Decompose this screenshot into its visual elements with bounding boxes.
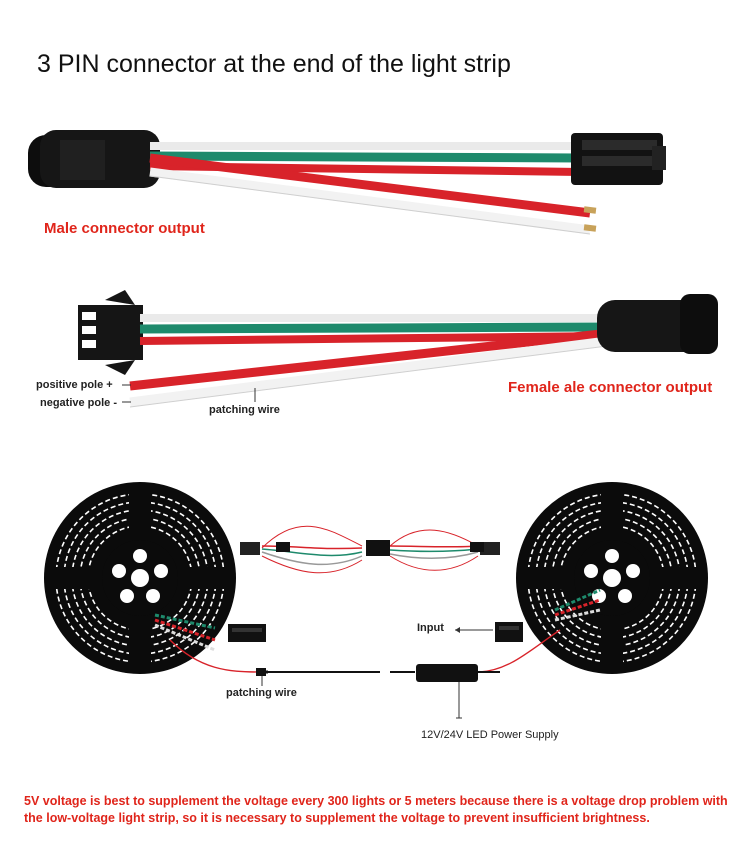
patching-wire-label-2: patching wire xyxy=(226,687,297,699)
power-supply-label: 12V/24V LED Power Supply xyxy=(421,729,559,741)
power-supply xyxy=(416,664,478,682)
reel-wiring-diagram xyxy=(43,481,709,719)
wire-white-loose xyxy=(149,167,591,235)
page-title: 3 PIN connector at the end of the light … xyxy=(37,50,511,78)
negative-pole-label: negative pole - xyxy=(40,397,118,409)
male-connector-diagram xyxy=(28,130,666,235)
wire-white-loose xyxy=(129,335,616,407)
input-connector xyxy=(495,622,523,642)
female-connector-label: Female ale connector output xyxy=(508,379,713,396)
left-strip-connector xyxy=(228,624,266,642)
wire-green xyxy=(149,151,581,163)
wire-green xyxy=(139,322,611,334)
female-connector xyxy=(78,290,143,375)
wire-red-loose xyxy=(149,153,591,218)
input-label: Input xyxy=(417,622,444,634)
voltage-note: 5V voltage is best to supplement the vol… xyxy=(24,794,728,825)
wire-red-to-connector xyxy=(139,332,611,345)
wire-red-loose xyxy=(129,328,611,391)
led-reel-right xyxy=(515,481,709,675)
female-connector-diagram xyxy=(78,290,718,408)
patching-wire-label: patching wire xyxy=(209,404,280,416)
positive-pole-label: positive pole + xyxy=(36,379,113,391)
male-connector-label: Male connector output xyxy=(44,220,205,237)
